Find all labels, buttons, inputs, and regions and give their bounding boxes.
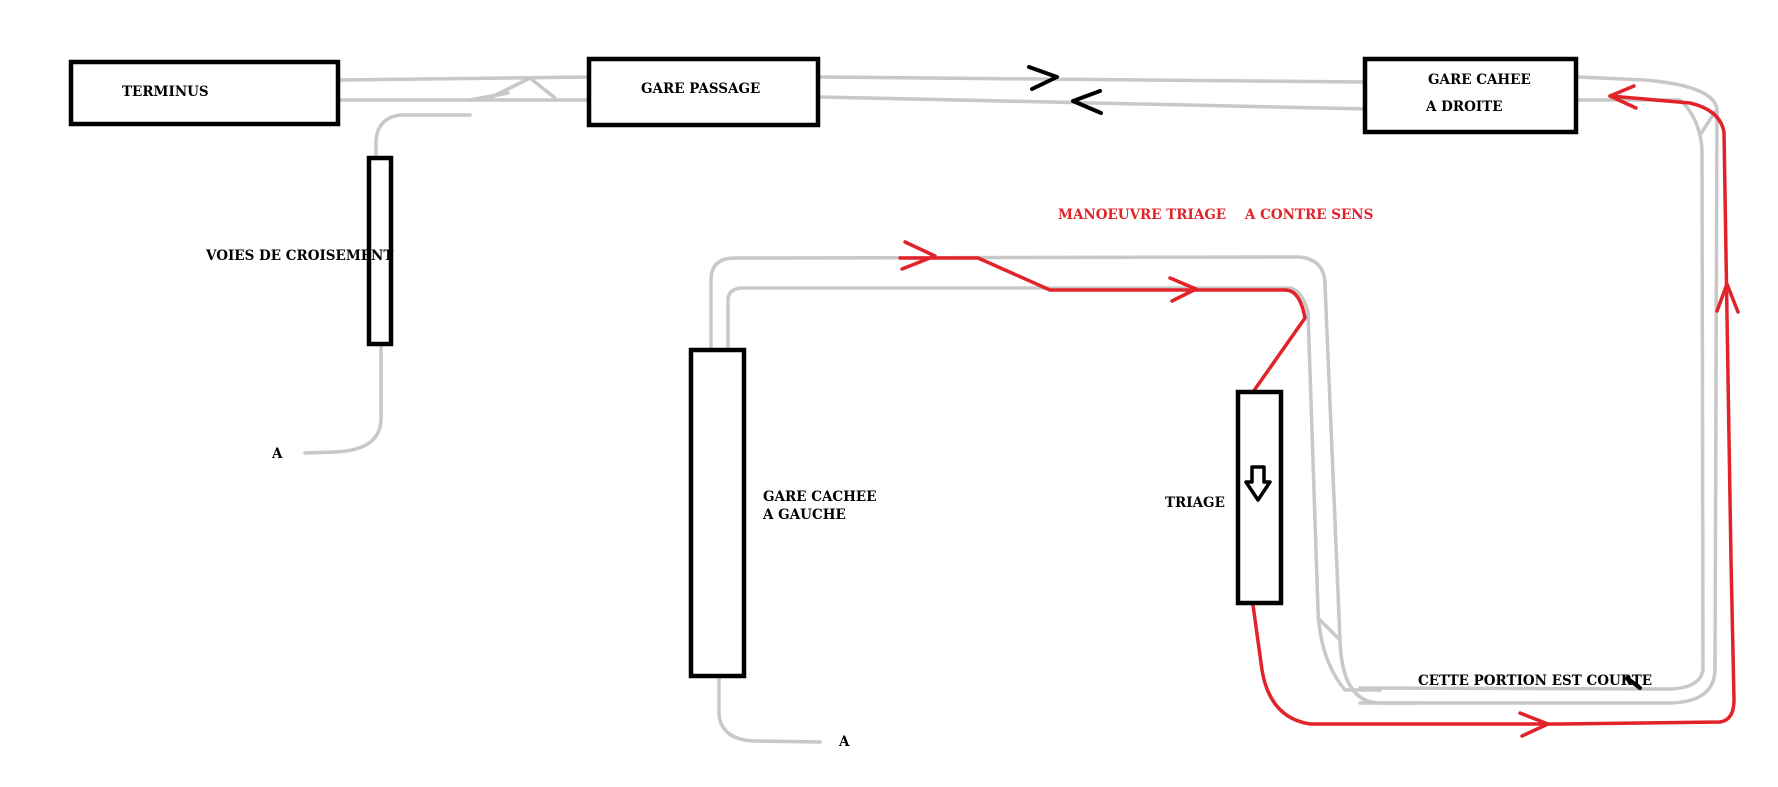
passage-to-droite-upper xyxy=(817,75,1367,84)
short-portion-mark-icon xyxy=(1625,676,1642,690)
voies-croisement-block xyxy=(366,155,394,347)
passage-to-droite-lower xyxy=(817,95,1372,111)
gare-passage-label: GARE PASSAGE xyxy=(641,81,760,97)
gauche-loop-inner xyxy=(726,286,1382,692)
chevron-icon-left xyxy=(1071,89,1103,115)
route-arrow-4 xyxy=(1715,282,1740,314)
route-arrow-3 xyxy=(1518,711,1550,738)
chevron-icon-right xyxy=(1027,65,1059,91)
right-loop-inner xyxy=(1358,98,1705,691)
manoeuvre-label: MANOEUVRE TRIAGE A CONTRE SENS xyxy=(1058,207,1373,223)
branch-to-croisement xyxy=(468,91,510,102)
terminus-label: TERMINUS xyxy=(122,84,209,100)
point-a-left-label: A xyxy=(271,446,283,462)
route-path-lower xyxy=(1251,94,1736,726)
gare-cachee-gauche-label-1: GARE CACHEE xyxy=(763,489,877,505)
gauche-tail xyxy=(717,676,822,744)
route-arrow-2 xyxy=(1168,276,1198,303)
gare-cachee-gauche-block xyxy=(688,347,747,679)
gare-cachee-droite-station xyxy=(1362,56,1579,135)
triage-label: TRIAGE xyxy=(1165,495,1225,511)
crossover xyxy=(486,76,557,101)
down-arrow-icon xyxy=(1244,465,1272,502)
right-loop-switch xyxy=(1698,110,1717,137)
right-loop-outer xyxy=(1358,75,1719,705)
route-path-upper xyxy=(898,256,1307,394)
route-arrow-1 xyxy=(900,240,937,271)
main-track-upper xyxy=(339,75,591,82)
portion-courte-label: CETTE PORTION EST COURTE xyxy=(1418,673,1652,689)
croisement-track-top xyxy=(374,113,472,162)
gare-cachee-gauche-label-2: A GAUCHE xyxy=(762,507,846,523)
gare-cachee-droite-label-1: GARE CAHEE xyxy=(1428,72,1531,88)
point-a-bottom-label: A xyxy=(838,734,850,750)
croisement-track-bottom xyxy=(303,343,383,455)
terminus-station xyxy=(68,59,341,127)
track-lines xyxy=(303,75,1719,744)
gare-passage-station xyxy=(586,56,821,128)
route-arrow-5 xyxy=(1608,84,1638,110)
gare-cachee-droite-label-2: A DROITE xyxy=(1425,99,1503,115)
gauche-loop-outer xyxy=(709,255,1422,705)
voies-croisement-label: VOIES DE CROISEMENT xyxy=(205,248,393,264)
manoeuvre-route xyxy=(898,84,1740,738)
gauche-switch xyxy=(1316,616,1342,642)
